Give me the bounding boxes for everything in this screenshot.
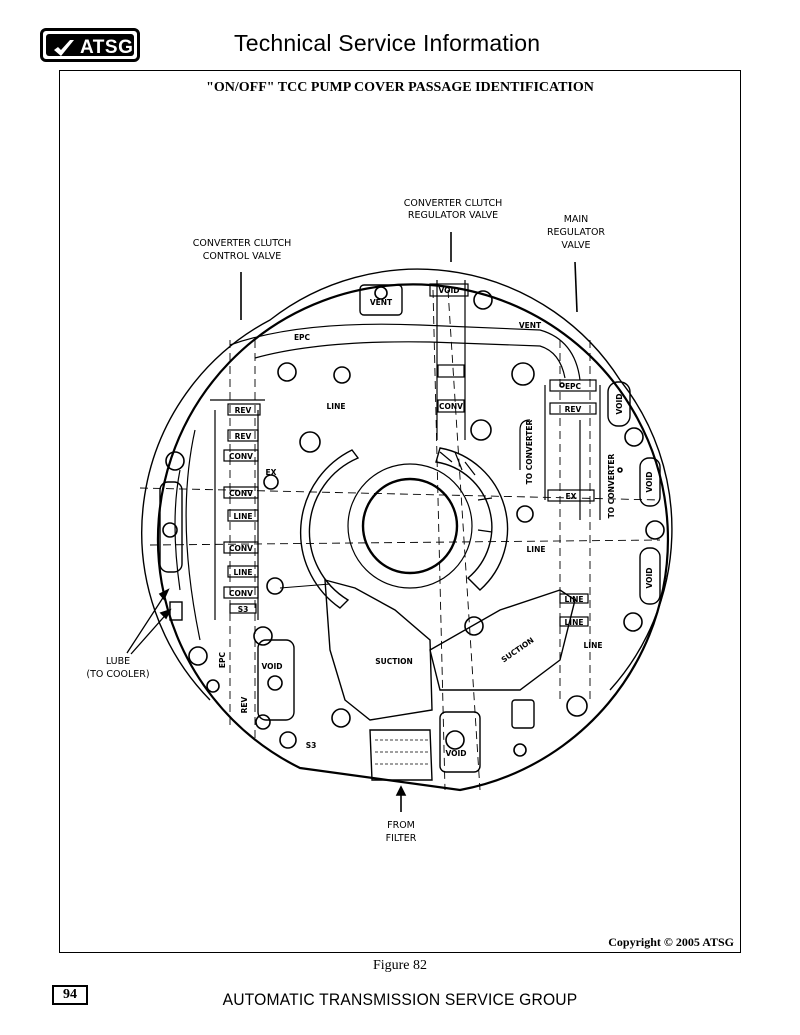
callout-lube-line1: LUBE (106, 656, 130, 667)
passage-label: REV (235, 432, 252, 441)
logo-text: ATSG (80, 37, 134, 58)
right-suction-pocket (429, 589, 576, 691)
callout-line-lube (126, 589, 171, 655)
bolt-holes (162, 286, 665, 757)
passage-label: LINE (584, 641, 603, 650)
callout-filter-line2: FILTER (386, 833, 417, 844)
callout-cccv-line2: CONTROL VALVE (203, 251, 282, 262)
bore-ring (347, 463, 473, 589)
passage-label: LINE (565, 595, 584, 604)
left-crescent (299, 449, 360, 609)
void-pocket-right-1 (607, 381, 631, 427)
passage-label: VOID (445, 749, 466, 758)
passage-label: CONV (439, 402, 463, 411)
epc-channel (229, 323, 581, 381)
pump-crescent (435, 447, 509, 591)
void-pocket-right-2 (639, 457, 661, 507)
passage-label: VENT (519, 321, 542, 330)
callout-filter-line1: FROM (387, 820, 415, 831)
callout-ccrv-line1: CONVERTER CLUTCH (404, 198, 502, 209)
passage-label: VOID (615, 393, 624, 414)
pump-cover-outline (156, 283, 670, 792)
atsg-logo: ATSG (40, 28, 140, 62)
right-passage-channel (544, 385, 601, 520)
dashed-centerline-h (139, 487, 661, 546)
page-number: 94 (52, 985, 88, 1005)
valve-bore-center (436, 280, 466, 440)
passage-label: LINE (565, 618, 584, 627)
void-pocket-top (359, 284, 403, 316)
callout-ccrv-line2: REGULATOR VALVE (408, 210, 498, 221)
callout-cccv-line1: CONVERTER CLUTCH (193, 238, 291, 249)
passage-label: LINE (327, 402, 346, 411)
passage-label: EPC (294, 333, 311, 342)
callout-mrv-line1: MAIN (564, 214, 589, 225)
passage-label: VOID (645, 471, 654, 492)
callout-line-mrv (574, 261, 578, 313)
passage-label: LINE (527, 545, 546, 554)
passage-label: EPC (218, 651, 227, 668)
passage-label: CONV (229, 489, 253, 498)
passage-label: CONV (229, 452, 253, 461)
passage-label: REV (240, 696, 249, 713)
page-title: Technical Service Information (234, 30, 541, 56)
void-pocket-bottom (439, 711, 481, 773)
figure-frame (59, 70, 741, 953)
passage-label: CONV (229, 544, 253, 553)
check-mark-icon (54, 40, 74, 56)
passage-label: VOID (261, 662, 282, 671)
passage-label: TO CONVERTER (607, 453, 616, 518)
passage-label: LINE (234, 512, 253, 521)
suction-pocket (324, 579, 433, 721)
figure-caption: Figure 82 (372, 958, 428, 973)
passage-label: REV (565, 405, 582, 414)
callout-mrv-line2: REGULATOR (547, 227, 605, 238)
logo-badge: ATSG (46, 34, 134, 58)
passage-label: LINE (234, 568, 253, 577)
passage-label: VOID (438, 286, 459, 295)
passage-label: CONV (229, 589, 253, 598)
passage-label: SUCTION (500, 635, 536, 664)
passage-label: EX (566, 492, 577, 501)
dashed-centerline-v (432, 289, 481, 791)
passage-label: S3 (306, 741, 317, 750)
callout-mrv-line3: VALVE (561, 240, 590, 251)
passage-label: EX (266, 468, 277, 477)
passage-label: REV (235, 406, 252, 415)
valve-bore-top (429, 283, 469, 297)
passage-label: S3 (238, 605, 249, 614)
footer-org: AUTOMATIC TRANSMISSION SERVICE GROUP (222, 990, 578, 1009)
inner-outline (141, 268, 673, 701)
passage-label: EPC (565, 382, 582, 391)
void-pocket-left (257, 639, 295, 721)
passage-label: VOID (645, 567, 654, 588)
callout-lube-line2: (TO COOLER) (86, 669, 149, 680)
center-bore (361, 477, 459, 575)
void-pocket-right-3 (639, 547, 661, 605)
figure-title: "ON/OFF" TCC PUMP COVER PASSAGE IDENTIFI… (206, 80, 594, 95)
passage-label: VENT (370, 298, 393, 307)
passage-label: SUCTION (375, 657, 413, 666)
copyright-text: Copyright © 2005 ATSG (608, 935, 734, 949)
filter-inlet (369, 729, 433, 781)
passage-label: TO CONVERTER (525, 419, 534, 484)
